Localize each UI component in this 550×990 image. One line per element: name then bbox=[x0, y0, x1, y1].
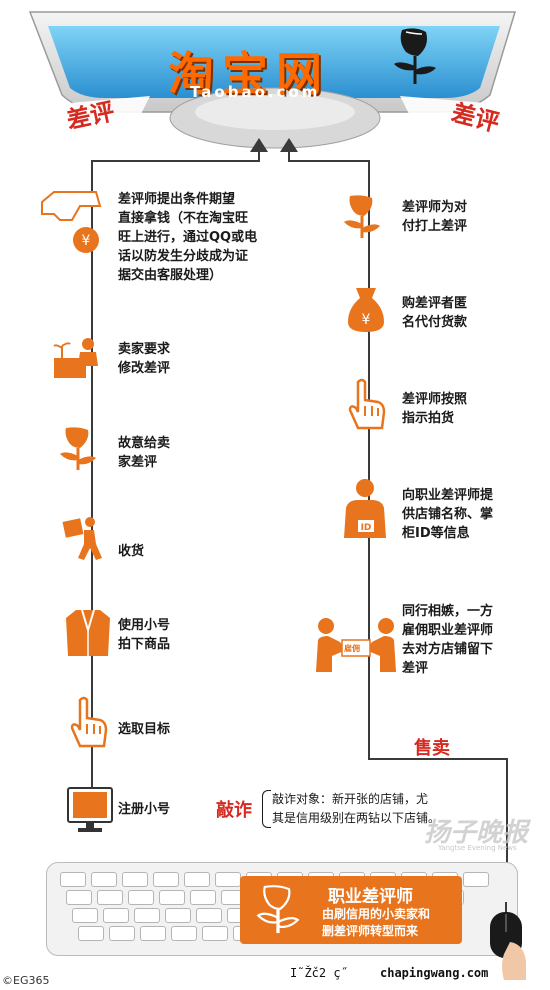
watermark-sub: Yangtse Evening News bbox=[438, 844, 517, 852]
left-top-connector bbox=[91, 160, 259, 162]
left-step-5-text: 使用小号 拍下商品 bbox=[118, 618, 171, 652]
right-step-5-text: 同行相嫉，一方 雇佣职业差评师 去对方店铺留下 差评 bbox=[402, 604, 494, 676]
left-step-7-text: 注册小号 bbox=[118, 802, 171, 817]
keyboard-key bbox=[184, 872, 210, 887]
extortion-label: 敲诈 bbox=[216, 800, 252, 821]
keyboard-key bbox=[60, 872, 86, 887]
watermark: 扬子晚报 bbox=[424, 818, 529, 848]
right-step-2-text: 购差评者匿 名代付货款 bbox=[402, 296, 468, 330]
computer-monitor-icon bbox=[66, 786, 114, 834]
receive-package-icon bbox=[60, 514, 104, 564]
keyboard-key bbox=[66, 890, 92, 905]
computer-mouse-icon bbox=[486, 902, 528, 980]
hand-money-icon: ¥ bbox=[40, 190, 102, 256]
credit: ©EG365 bbox=[2, 974, 50, 987]
keyboard-key bbox=[134, 908, 160, 923]
keyboard-key bbox=[190, 890, 216, 905]
keyboard-key bbox=[165, 908, 191, 923]
right-arrow-shaft bbox=[288, 150, 290, 162]
pointer-hand-icon bbox=[348, 378, 386, 430]
keyboard-key bbox=[202, 926, 228, 941]
sale-down-line bbox=[506, 758, 508, 908]
arrow-up-icon bbox=[280, 138, 298, 152]
callout-body: 由刷信用的小卖家和 删差评师转型而来 bbox=[322, 907, 431, 938]
sale-connector bbox=[368, 758, 508, 760]
taobao-logo: 淘宝网 bbox=[168, 47, 330, 101]
keyboard-key bbox=[109, 926, 135, 941]
keyboard-key bbox=[196, 908, 222, 923]
keyboard-key bbox=[122, 872, 148, 887]
svg-text:¥: ¥ bbox=[362, 312, 371, 328]
left-flow-line bbox=[91, 160, 93, 810]
hire-card-label: 雇佣 bbox=[344, 644, 360, 653]
left-arrow-shaft bbox=[258, 150, 260, 162]
footer-garbled: I˜Žč2 ç˝ bbox=[290, 966, 348, 980]
keyboard-key bbox=[171, 926, 197, 941]
keyboard-key bbox=[78, 926, 104, 941]
left-step-4-text: 收货 bbox=[118, 544, 145, 559]
keyboard-key bbox=[97, 890, 123, 905]
left-step-1-text: 差评师提出条件期望 直接拿钱（不在淘宝旺 旺上进行，通过QQ或电 话以防发生分歧… bbox=[118, 192, 258, 283]
keyboard-key bbox=[153, 872, 179, 887]
keyboard-key bbox=[72, 908, 98, 923]
left-step-2-text: 卖家要求 修改差评 bbox=[118, 342, 171, 376]
wilted-flower-icon bbox=[256, 884, 300, 936]
wilted-flower-icon bbox=[342, 194, 382, 240]
wilted-flower-icon bbox=[388, 26, 442, 86]
extortion-note-bracket bbox=[262, 790, 271, 828]
handshake-icon bbox=[316, 616, 396, 672]
right-step-1-text: 差评师为对 付打上差评 bbox=[402, 200, 468, 234]
suit-icon bbox=[66, 608, 110, 658]
arrow-up-icon bbox=[250, 138, 268, 152]
left-step-6-text: 选取目标 bbox=[118, 722, 171, 737]
keyboard-key bbox=[215, 872, 241, 887]
svg-text:¥: ¥ bbox=[82, 233, 91, 249]
taobao-domain: Taobao.com bbox=[190, 83, 321, 101]
id-badge-person-icon: ID bbox=[340, 478, 390, 540]
keyboard-key bbox=[91, 872, 117, 887]
right-step-4-text: 向职业差评师提 供店铺名称、掌 柜ID等信息 bbox=[402, 488, 494, 541]
keyboard-key bbox=[103, 908, 129, 923]
monitor bbox=[0, 0, 550, 160]
keyboard-key bbox=[463, 872, 489, 887]
right-step-3-text: 差评师按照 指示拍货 bbox=[402, 392, 468, 426]
callout-title: 职业差评师 bbox=[328, 887, 413, 907]
sale-label: 售卖 bbox=[414, 738, 450, 759]
keyboard-key bbox=[159, 890, 185, 905]
right-top-connector bbox=[288, 160, 370, 162]
footer-site: chapingwang.com bbox=[380, 966, 489, 980]
seller-desk-icon bbox=[52, 336, 102, 380]
extortion-note: 敲诈对象：新开张的店铺，尤 其是信用级别在两钻以下店铺。 bbox=[272, 792, 441, 825]
money-bag-icon: ¥ bbox=[346, 286, 386, 334]
pointer-hand-icon bbox=[70, 696, 108, 748]
keyboard-key bbox=[128, 890, 154, 905]
keyboard-key bbox=[140, 926, 166, 941]
right-flow-line bbox=[368, 160, 370, 760]
id-card-label: ID bbox=[361, 523, 372, 533]
wilted-flower-icon bbox=[58, 426, 98, 472]
left-step-3-text: 故意给卖 家差评 bbox=[118, 436, 171, 470]
